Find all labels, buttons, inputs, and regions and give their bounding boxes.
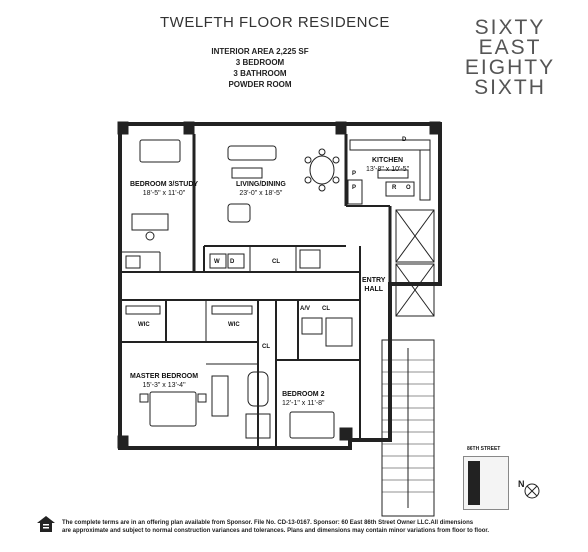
bath-fixture [325, 317, 353, 347]
kitchen-counter [419, 149, 431, 201]
room-label-kitchen: KITCHEN 13'-8" x 10'-5" [366, 157, 410, 173]
legal-disclaimer: The complete terms are in an offering pl… [62, 520, 490, 534]
room-label-bedroom3: BEDROOM 3/STUDY 18'-5" x 11'-0" [130, 181, 199, 197]
column [183, 121, 195, 135]
equal-housing-icon [37, 516, 55, 532]
bed [289, 411, 335, 439]
kitchen-counter [349, 139, 431, 151]
nightstand [197, 393, 207, 403]
plan-title: TWELFTH FLOOR RESIDENCE [160, 14, 390, 31]
stair-treads [382, 359, 434, 493]
bed [139, 139, 181, 163]
coffee-table [231, 167, 263, 179]
room-label-living: LIVING/DINING 23'-0" x 18'-5" [236, 181, 286, 197]
tag-closet: CL [272, 259, 280, 265]
tag-wic-2: WIC [228, 322, 240, 328]
unit-specs: INTERIOR AREA 2,225 SF 3 BEDROOM 3 BATHR… [200, 46, 320, 90]
spec-bathrooms: 3 BATHROOM [233, 69, 287, 78]
closet-shelf [125, 305, 161, 315]
column [339, 427, 353, 441]
room-label-bedroom2: BEDROOM 2 12'-1" x 11'-8" [282, 391, 325, 407]
brand-logo: SIXTY EAST EIGHTY SIXTH [464, 16, 556, 99]
chair [145, 231, 155, 241]
elevator-shaft [395, 209, 435, 263]
spec-bedrooms: 3 BEDROOM [235, 58, 285, 67]
kitchen-appliance [347, 179, 363, 205]
room-label-master: MASTER BEDROOM 15'-3" x 13'-4" [130, 373, 199, 389]
column [429, 121, 441, 135]
tag-closet-3: CL [322, 306, 330, 312]
closet [299, 249, 321, 269]
tag-wic-1: WIC [138, 322, 150, 328]
north-label: N [518, 479, 525, 489]
shower [245, 413, 271, 439]
key-map [463, 456, 509, 510]
sofa [227, 145, 277, 161]
bathtub [247, 371, 269, 407]
tag-dryer: D [230, 259, 235, 265]
compass-icon [524, 483, 540, 499]
kitchen-island [377, 169, 409, 179]
exterior-wall [118, 122, 442, 450]
tag-dishwasher: D [402, 137, 407, 143]
bed [149, 391, 197, 427]
dryer [227, 253, 245, 269]
vanity [211, 375, 229, 417]
closet-shelf [211, 305, 253, 315]
stair [381, 339, 435, 517]
column [335, 121, 347, 135]
kitchen-appliance [385, 181, 415, 197]
tag-refrigerator: R [392, 185, 397, 191]
elevator-shaft [395, 263, 435, 317]
nightstand [139, 393, 149, 403]
column [117, 121, 129, 135]
spec-powder-room: POWDER ROOM [228, 80, 292, 89]
bath-fixture [301, 317, 323, 335]
bath-fixture [125, 255, 141, 269]
tag-pantry-2: P [352, 185, 357, 191]
tag-av: A/V [300, 306, 311, 312]
tag-washer: W [214, 259, 220, 265]
spec-interior-area: INTERIOR AREA 2,225 SF [211, 47, 309, 56]
washer [209, 253, 227, 269]
tag-pantry: P [352, 171, 357, 177]
tag-oven: O [406, 185, 411, 191]
dining-table [309, 155, 335, 185]
desk [131, 213, 169, 231]
street-label: 86TH STREET [467, 446, 501, 452]
tag-closet-2: CL [262, 344, 270, 350]
armchair [227, 203, 251, 223]
column [117, 435, 129, 449]
room-label-entry-hall: ENTRY HALL [362, 277, 386, 293]
